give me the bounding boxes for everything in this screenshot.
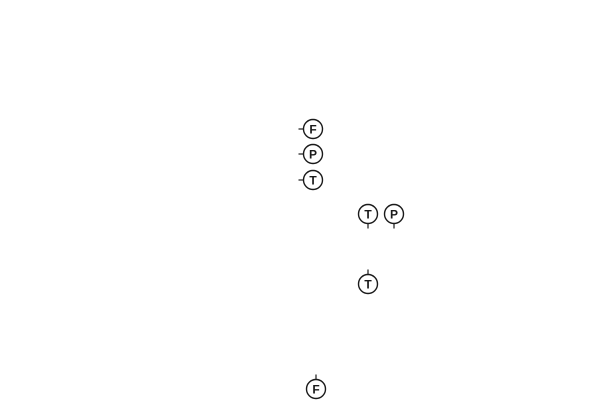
symbol-letter: F xyxy=(309,122,316,136)
symbol-letter: P xyxy=(309,147,317,161)
symbol-t-6: T xyxy=(357,269,379,295)
symbol-p-5: P xyxy=(383,203,405,229)
symbol-letter: P xyxy=(390,207,398,221)
symbol-t-3: T xyxy=(298,169,324,191)
symbol-t-4: T xyxy=(357,203,379,229)
symbol-p-2: P xyxy=(298,143,324,165)
symbol-letter: T xyxy=(364,207,372,221)
symbol-f-7: F xyxy=(305,374,327,400)
symbol-f-1: F xyxy=(298,118,324,140)
symbol-letter: F xyxy=(312,382,319,396)
symbol-letter: T xyxy=(364,277,372,291)
symbol-letter: T xyxy=(309,173,317,187)
